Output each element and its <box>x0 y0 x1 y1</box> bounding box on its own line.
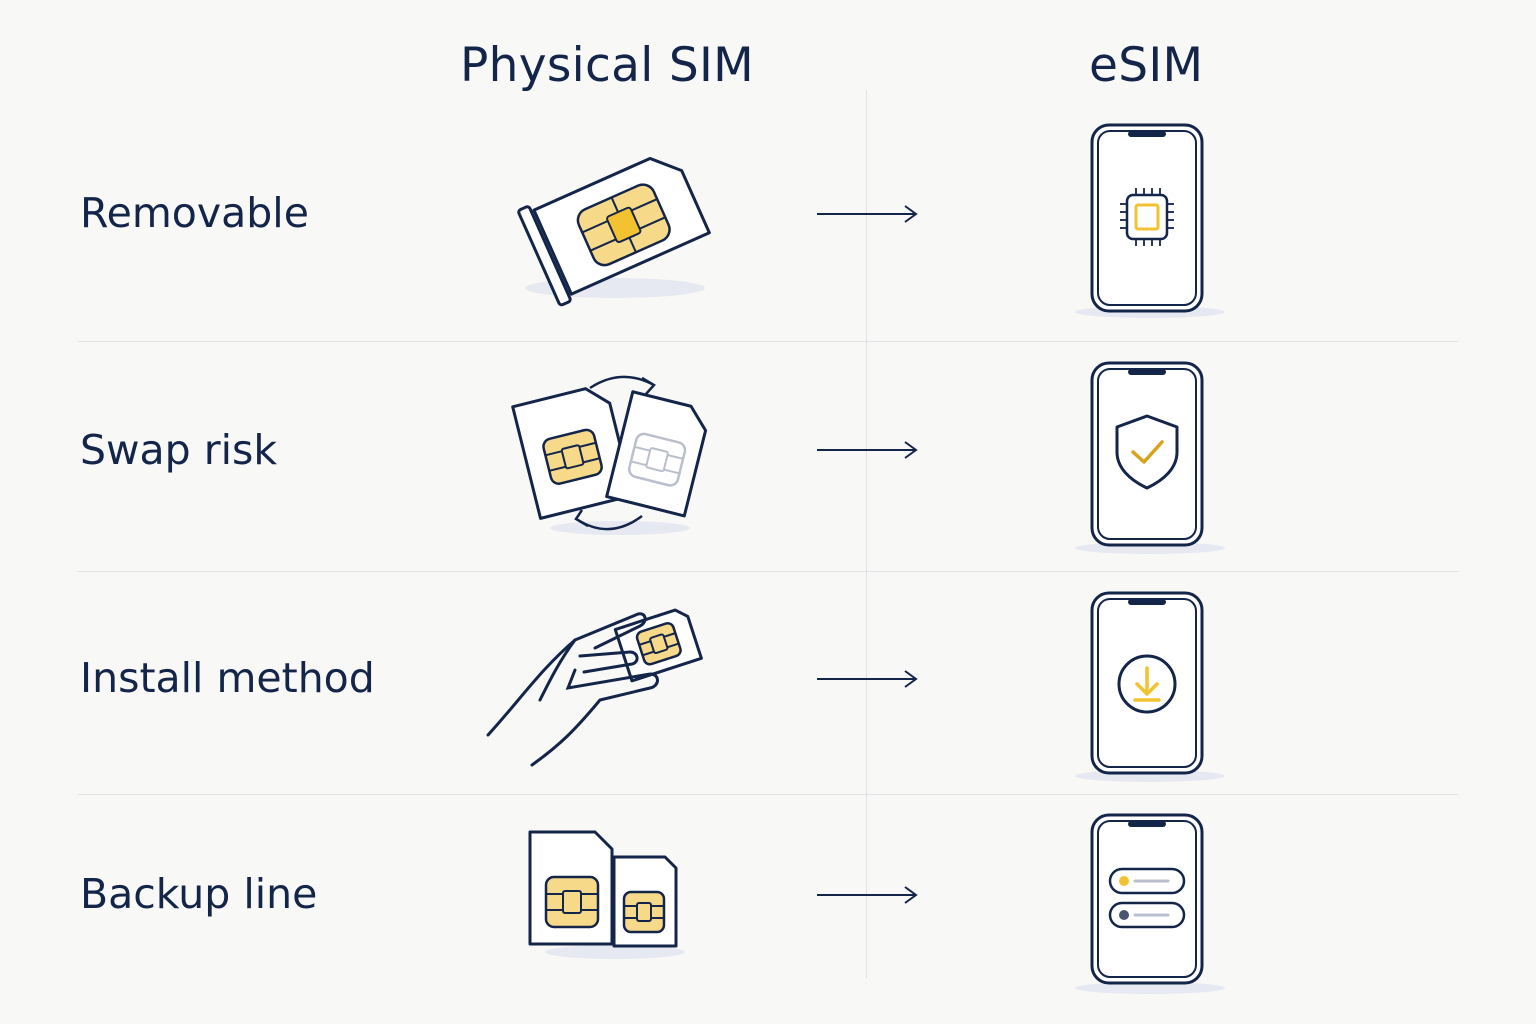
row-label-backup-line: Backup line <box>80 870 318 918</box>
two-sim-cards-icon <box>528 830 685 959</box>
row-label-removable: Removable <box>80 189 309 237</box>
phone-download-icon <box>1075 591 1225 782</box>
row-divider <box>78 341 1458 342</box>
arrow-right-icon <box>817 205 918 223</box>
phone-shield-check-icon <box>1075 361 1225 554</box>
phone-chip-icon <box>1075 123 1225 318</box>
arrow-right-icon <box>817 886 918 904</box>
column-title-esim: eSIM <box>1089 38 1204 93</box>
row-divider <box>78 794 1458 795</box>
phone-dual-line-icon <box>1075 813 1225 994</box>
sim-swap-icon <box>511 375 708 535</box>
column-title-physical-sim: Physical SIM <box>460 38 754 93</box>
column-divider <box>866 90 867 978</box>
arrow-right-icon <box>817 441 918 459</box>
hand-holding-sim-icon <box>486 608 703 767</box>
row-label-swap-risk: Swap risk <box>80 426 278 474</box>
row-divider <box>78 571 1458 572</box>
arrow-right-icon <box>817 670 918 688</box>
sim-card-tray-icon <box>517 156 711 307</box>
row-label-install-method: Install method <box>80 654 375 702</box>
